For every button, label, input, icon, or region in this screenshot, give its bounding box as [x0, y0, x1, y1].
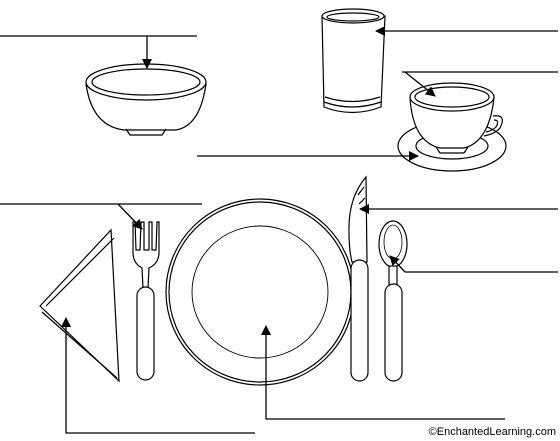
- label-blank-napkin: [61, 317, 255, 434]
- fork-icon: [132, 221, 160, 381]
- spoon-icon: [378, 220, 408, 382]
- glass-icon: [321, 8, 386, 114]
- copyright-text: ©EnchantedLearning.com: [428, 426, 556, 438]
- plate-icon: [165, 198, 355, 386]
- knife-icon: [348, 175, 369, 382]
- label-pointers: [0, 26, 558, 434]
- bowl-icon: [85, 63, 207, 136]
- label-blank-plate: [261, 325, 505, 420]
- arrow-fork: [117, 203, 143, 230]
- napkin-icon: [39, 228, 120, 383]
- arrow-spoon: [389, 255, 406, 273]
- arrow-cup: [404, 71, 436, 97]
